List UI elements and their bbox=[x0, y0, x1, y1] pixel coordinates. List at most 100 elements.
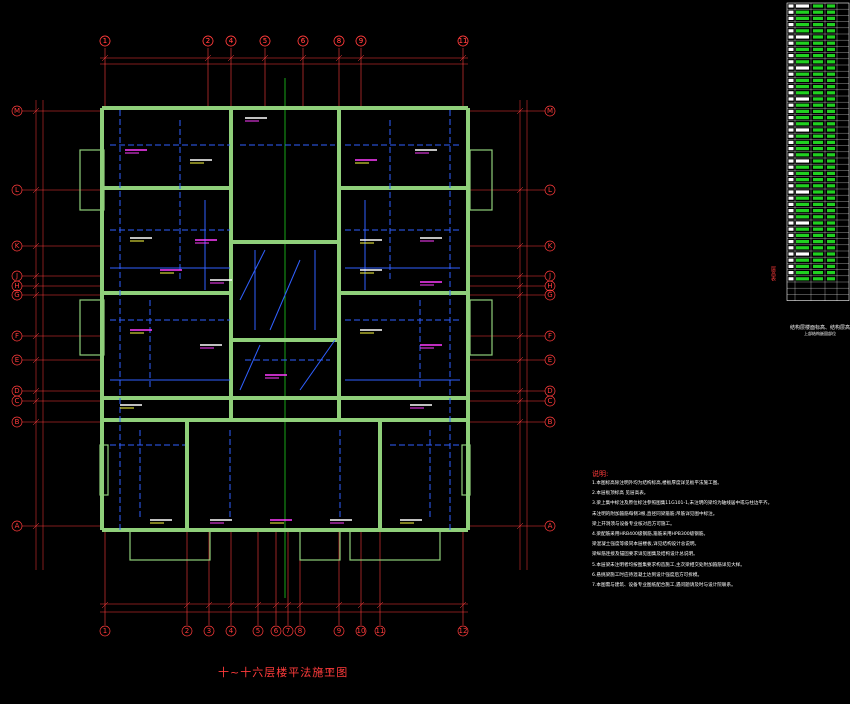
dimension-tick bbox=[357, 601, 365, 609]
dimension-tick bbox=[516, 272, 524, 280]
table-cell bbox=[788, 29, 794, 33]
axis-bubble-label: L bbox=[548, 186, 552, 194]
table-cell bbox=[788, 134, 794, 138]
axis-bubble-label: 6 bbox=[301, 37, 306, 45]
axis-bubble bbox=[11, 289, 23, 301]
table-cell bbox=[827, 72, 835, 76]
notes-line: 2.本层板顶标高 见层高表。 bbox=[592, 491, 649, 497]
table-cell bbox=[788, 4, 794, 8]
dimension-tick bbox=[516, 291, 524, 299]
axis-bubble-label: 8 bbox=[337, 37, 341, 45]
dimension-tick bbox=[516, 522, 524, 530]
table-cell bbox=[827, 165, 835, 169]
table-cell bbox=[813, 165, 823, 169]
dimension-tick bbox=[516, 356, 524, 364]
table-cell bbox=[813, 16, 823, 20]
table-cell bbox=[788, 227, 794, 231]
axis-bubble-label: 11 bbox=[376, 627, 385, 635]
dimension-tick bbox=[32, 272, 40, 280]
table-cell bbox=[813, 23, 823, 27]
table-cell bbox=[827, 190, 835, 194]
table-cell bbox=[827, 35, 835, 39]
table-cell bbox=[813, 264, 823, 268]
axis-bubble-label: 11 bbox=[459, 37, 468, 45]
dimension-tick bbox=[32, 291, 40, 299]
table-cell bbox=[796, 277, 809, 281]
table-cell bbox=[788, 196, 794, 200]
table-cell bbox=[827, 16, 835, 20]
stair-line bbox=[269, 259, 301, 331]
table-cell bbox=[827, 277, 835, 281]
axis-bubble-label: D bbox=[547, 387, 552, 395]
table-cell bbox=[796, 196, 809, 200]
general-notes: 说明: 1.本图标高除注明外均为结构标高,楼板厚度详见板平法施工图。 2.本层板… bbox=[592, 470, 832, 591]
dimension-tick bbox=[272, 601, 280, 609]
table-cell bbox=[813, 66, 823, 70]
axis-bubble bbox=[11, 520, 23, 532]
axis-bubble-label: C bbox=[548, 397, 553, 405]
table-cell bbox=[827, 116, 835, 120]
table-cell bbox=[796, 97, 809, 101]
table-cell bbox=[813, 190, 823, 194]
axis-bubble-label: E bbox=[548, 356, 552, 364]
table-cell bbox=[788, 178, 794, 182]
table-cell bbox=[827, 122, 835, 126]
table-cell bbox=[788, 97, 794, 101]
table-cell bbox=[796, 54, 809, 58]
notes-line: 梁混凝土强度等级同本层楼板,详见结构设计总说明。 bbox=[592, 542, 700, 548]
notes-line: 4.梁配筋采用HRB400级钢筋,箍筋采用HPB300级钢筋。 bbox=[592, 532, 709, 538]
table-cell bbox=[796, 35, 809, 39]
axis-bubble-label: 9 bbox=[337, 627, 341, 635]
axis-bubble-label: M bbox=[547, 107, 553, 115]
axis-bubble bbox=[11, 330, 23, 342]
axis-bubble-label: 9 bbox=[359, 37, 363, 45]
table-cell bbox=[796, 29, 809, 33]
dimension-tick bbox=[516, 242, 524, 250]
axis-bubble-label: 1 bbox=[103, 627, 107, 635]
table-cell bbox=[813, 271, 823, 275]
table-cell bbox=[827, 85, 835, 89]
balcony-outline bbox=[79, 299, 105, 356]
axis-bubble-label: 10 bbox=[357, 627, 366, 635]
balcony-outline bbox=[79, 149, 105, 211]
table-cell bbox=[827, 97, 835, 101]
table-cell bbox=[813, 54, 823, 58]
table-cell bbox=[796, 140, 809, 144]
table-cell bbox=[796, 178, 809, 182]
dimension-tick bbox=[32, 332, 40, 340]
table-cell bbox=[788, 258, 794, 262]
table-cell bbox=[788, 140, 794, 144]
table-cell bbox=[813, 277, 823, 281]
dimension-tick bbox=[335, 54, 343, 62]
table-cell bbox=[813, 103, 823, 107]
table-cell bbox=[796, 91, 809, 95]
drawing-scale: 1:100 bbox=[320, 669, 335, 675]
table-cell bbox=[827, 91, 835, 95]
axis-bubble-label: K bbox=[15, 242, 20, 250]
table-cell bbox=[827, 178, 835, 182]
axis-bubble bbox=[457, 625, 469, 637]
table-cell bbox=[827, 78, 835, 82]
table-cell bbox=[827, 258, 835, 262]
table-cell bbox=[796, 147, 809, 151]
table-cell bbox=[796, 233, 809, 237]
table-cell bbox=[827, 227, 835, 231]
table-cell bbox=[813, 184, 823, 188]
axis-bubble bbox=[355, 35, 367, 47]
table-cell bbox=[796, 41, 809, 45]
table-cell bbox=[813, 134, 823, 138]
axis-bubble bbox=[544, 416, 556, 428]
axis-bubble bbox=[282, 625, 294, 637]
axis-bubble-label: 12 bbox=[459, 627, 468, 635]
table-cell bbox=[796, 128, 809, 132]
table-cell bbox=[813, 140, 823, 144]
table-cell bbox=[827, 171, 835, 175]
table-cell bbox=[827, 140, 835, 144]
table-cell bbox=[813, 128, 823, 132]
balcony-outline bbox=[461, 444, 471, 496]
table-cell bbox=[796, 153, 809, 157]
table-cell bbox=[827, 233, 835, 237]
axis-bubble bbox=[544, 395, 556, 407]
table-cell bbox=[796, 109, 809, 113]
